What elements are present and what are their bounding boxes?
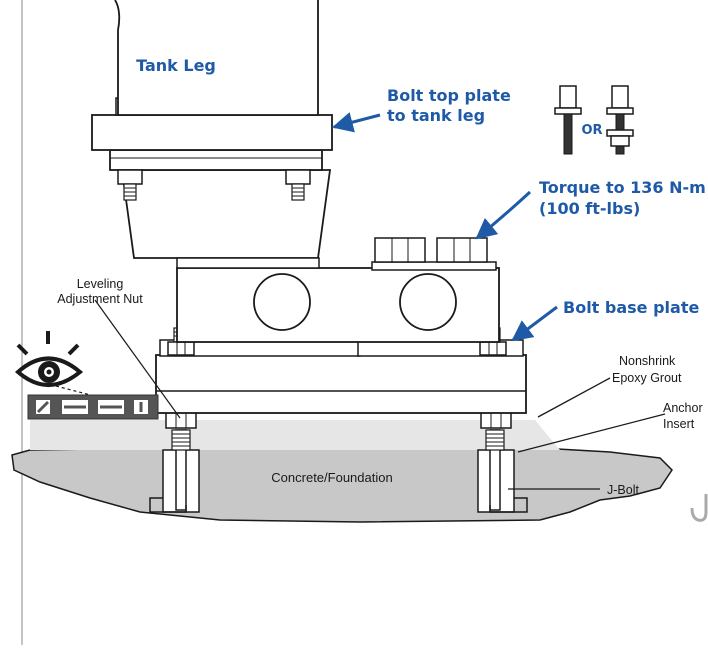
leader-leveling xyxy=(94,299,181,419)
load-cell xyxy=(176,261,500,343)
leader-grout xyxy=(537,377,611,418)
label-bolt-base: Bolt base plate xyxy=(563,298,699,317)
label-tank-leg: Tank Leg xyxy=(136,56,216,75)
tank-leg xyxy=(114,0,319,116)
label-jbolt: J-Bolt xyxy=(607,483,639,497)
label-or: OR xyxy=(581,123,602,138)
spirit-level-icon xyxy=(27,394,159,420)
bolt-option-2-icon xyxy=(606,85,634,155)
top-plate xyxy=(91,114,333,171)
label-torque-1: Torque to 136 N-m xyxy=(539,178,706,197)
bolt-option-1-icon xyxy=(554,85,582,155)
load-cell-bolt-left xyxy=(374,237,426,263)
leader-anchor xyxy=(517,413,666,453)
epoxy-grout xyxy=(30,420,560,450)
arrow-torque xyxy=(475,190,532,240)
label-concrete: Concrete/Foundation xyxy=(271,470,392,485)
eye-inspection-icon xyxy=(14,331,84,387)
hook-fragment-icon xyxy=(690,494,708,522)
sight-line xyxy=(55,385,103,399)
label-bolt-top-2: to tank leg xyxy=(387,106,485,125)
leveling-nut-left xyxy=(165,411,197,451)
label-anchor-2: Insert xyxy=(663,417,695,431)
concrete-foundation xyxy=(11,447,673,523)
label-grout-2: Epoxy Grout xyxy=(612,371,682,385)
label-bolt-top-1: Bolt top plate xyxy=(387,86,511,105)
arrow-bolt-base xyxy=(511,305,558,342)
leveling-nut-right xyxy=(480,411,512,451)
load-cell-bolt-right xyxy=(436,237,488,263)
label-torque-2: (100 ft-lbs) xyxy=(539,199,640,218)
label-leveling-2: Adjustment Nut xyxy=(57,292,143,306)
label-grout-1: Nonshrink xyxy=(619,354,676,368)
arrow-bolt-top xyxy=(331,112,381,133)
top-under-bolt-right xyxy=(285,169,311,201)
base-plate xyxy=(155,339,527,414)
label-leveling-1: Leveling xyxy=(77,277,124,291)
top-under-bolt-left xyxy=(117,169,143,201)
j-bolt-left xyxy=(149,429,200,513)
label-anchor-1: Anchor xyxy=(663,401,703,415)
